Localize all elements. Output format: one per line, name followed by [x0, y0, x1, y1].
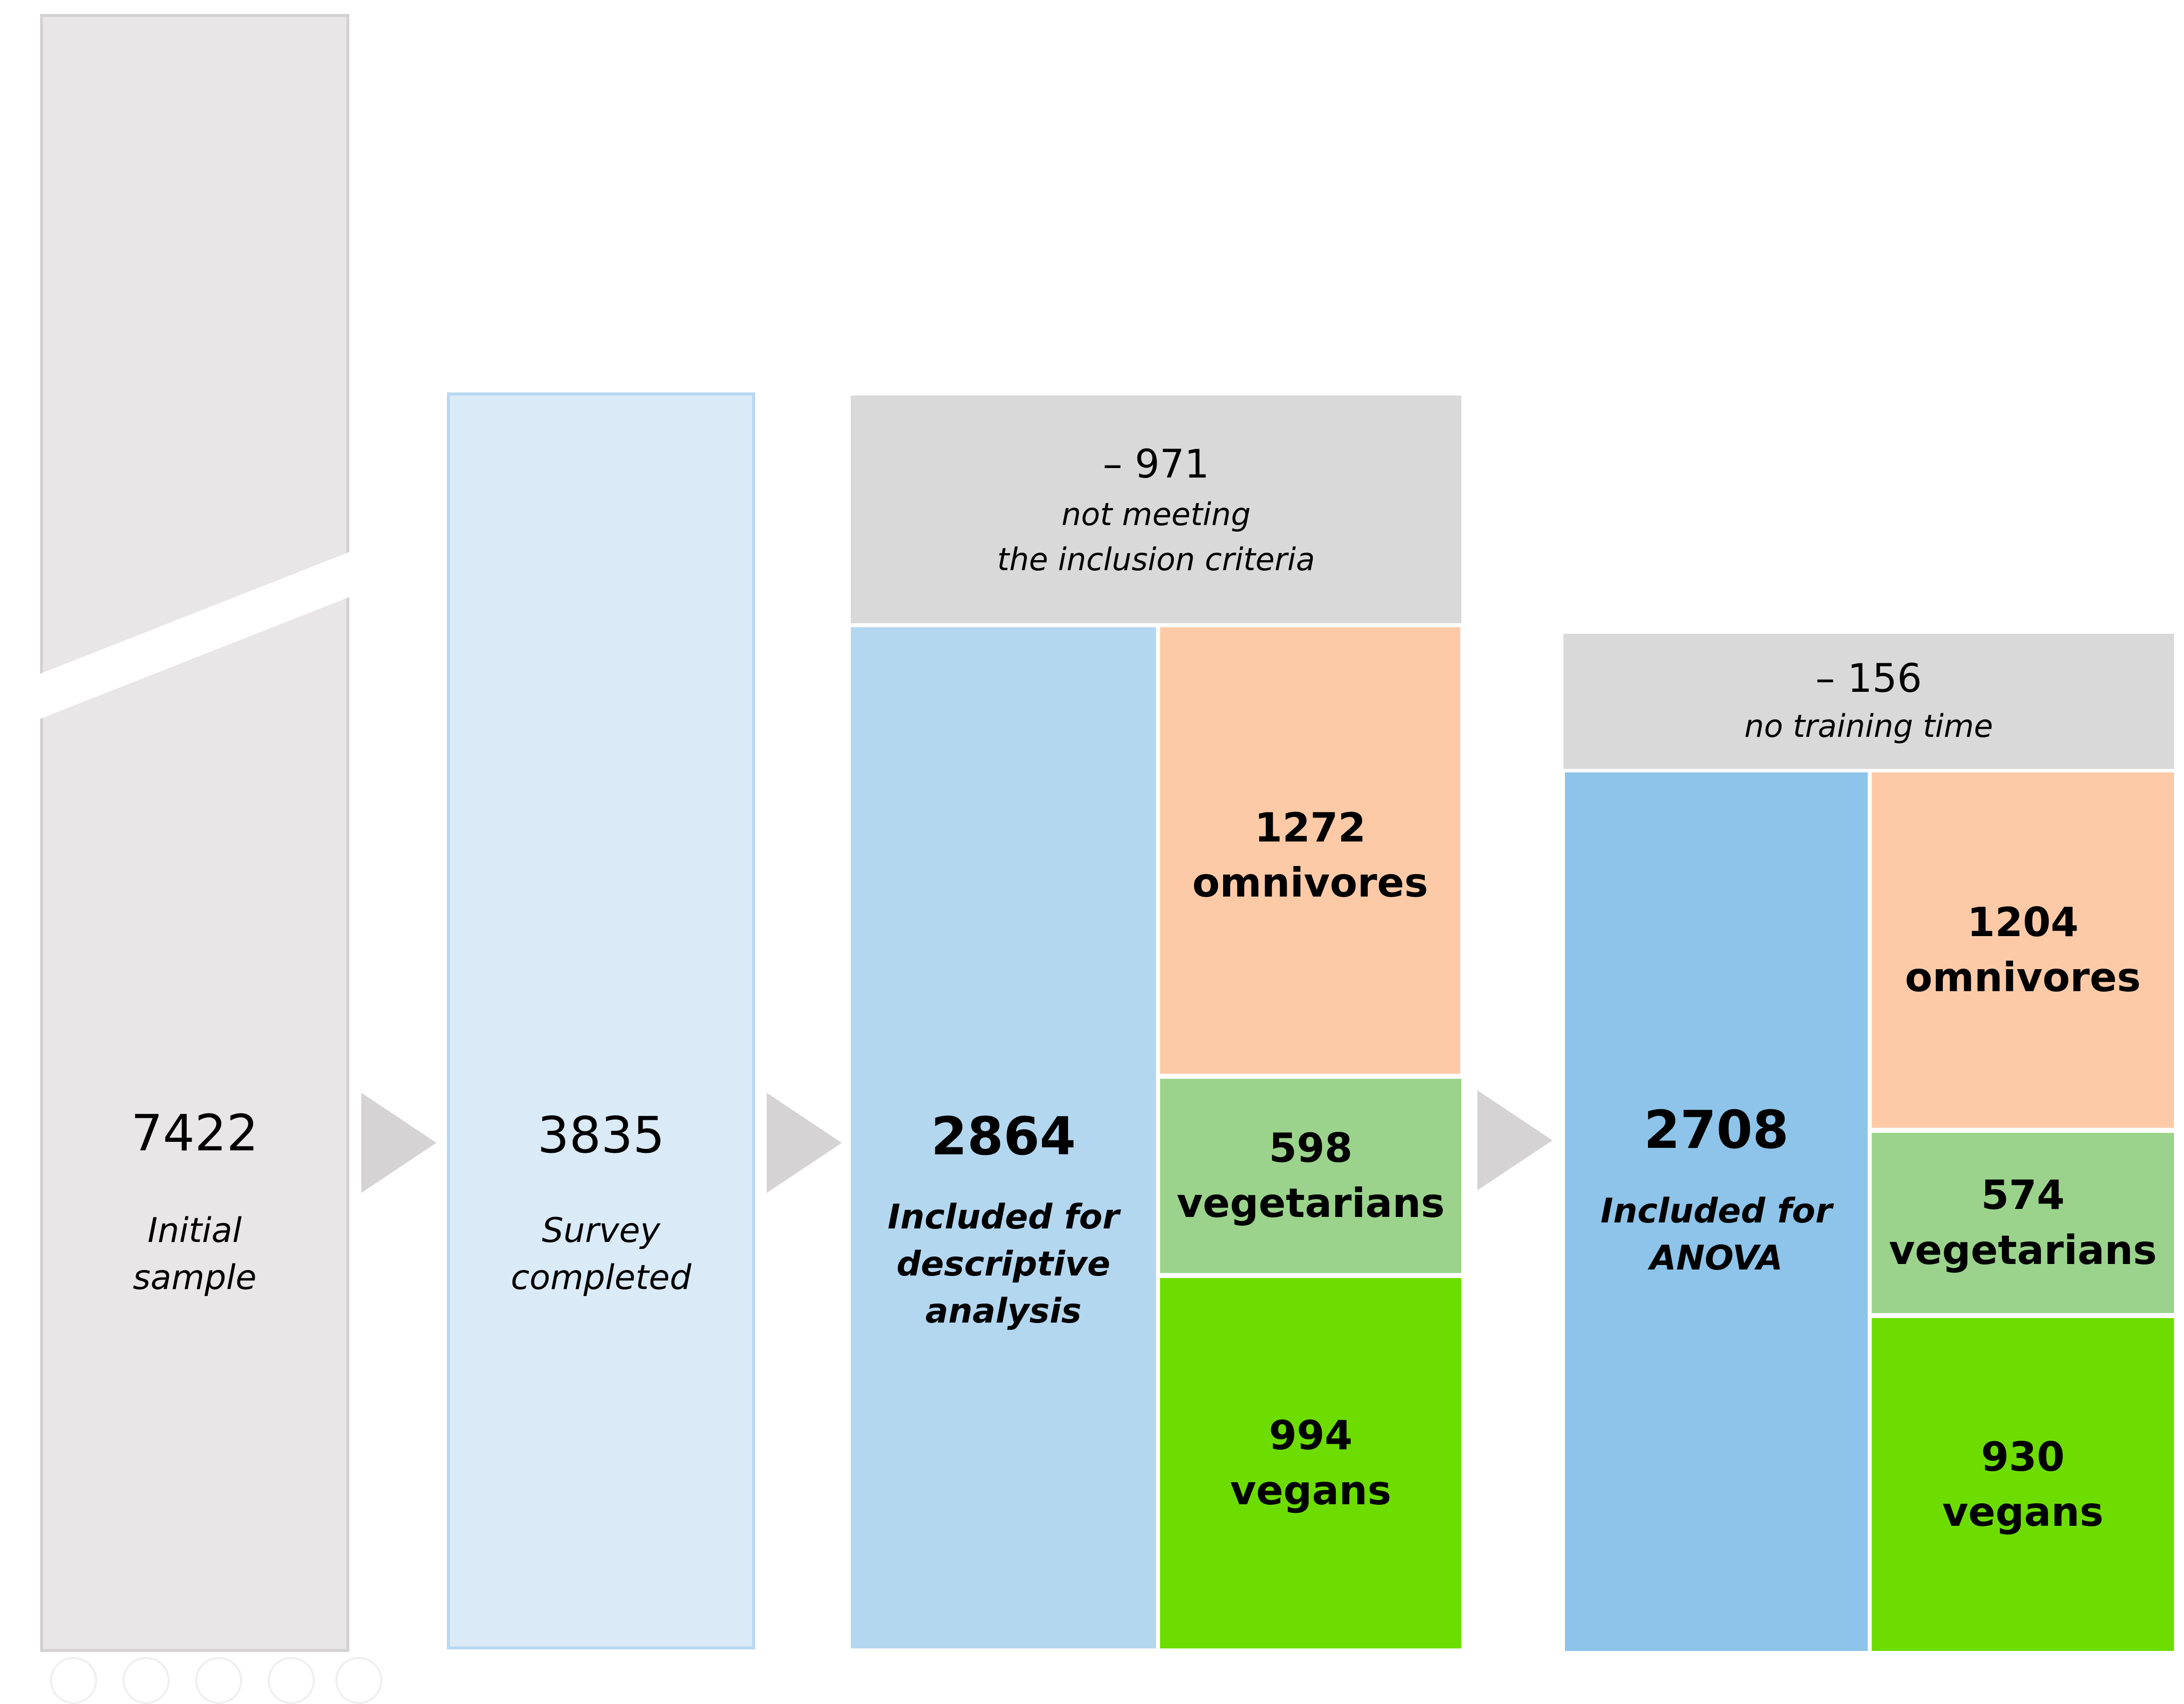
faint-circle-icon [335, 1657, 382, 1704]
descriptive-analysis-block: 2864 Included for descriptive analysis [851, 627, 1156, 1648]
anova-omnivores-block: 1204 omnivores [1872, 772, 2174, 1128]
survey-completed-count: 3835 [537, 1106, 665, 1164]
initial-sample-count: 7422 [131, 1104, 259, 1162]
exclusion-1-count: – 971 [1103, 442, 1210, 487]
initial-sample-column: 7422 Initial sample [40, 14, 349, 1652]
descriptive-vegans-label: vegans [1230, 1467, 1392, 1514]
anova-label-line1: Included for [1600, 1191, 1832, 1231]
initial-sample-label-line2: sample [133, 1258, 257, 1298]
flow-arrow-2 [767, 1093, 842, 1193]
exclusion-header-2: – 156 no training time [1563, 634, 2174, 769]
descriptive-vegetarians-count: 598 [1269, 1125, 1353, 1171]
descriptive-analysis-count: 2864 [931, 1106, 1076, 1167]
faint-circle-icon [50, 1657, 97, 1704]
anova-omnivores-count: 1204 [1967, 899, 2079, 946]
descriptive-vegans-count: 994 [1269, 1412, 1353, 1459]
flow-arrow-3 [1477, 1090, 1552, 1190]
survey-completed-label-line1: Survey [541, 1211, 661, 1250]
anova-label-line2: ANOVA [1650, 1238, 1783, 1278]
survey-completed-label-line2: completed [510, 1258, 692, 1298]
descriptive-vegetarians-block: 598 vegetarians [1160, 1079, 1461, 1273]
exclusion-1-line2: the inclusion criteria [997, 541, 1315, 578]
anova-vegans-label: vegans [1942, 1488, 2104, 1535]
descriptive-analysis-label-line1: Included for [887, 1197, 1120, 1237]
descriptive-omnivores-label: omnivores [1192, 860, 1428, 906]
descriptive-omnivores-block: 1272 omnivores [1160, 627, 1460, 1074]
descriptive-vegetarians-label: vegetarians [1177, 1180, 1445, 1226]
anova-omnivores-label: omnivores [1905, 954, 2141, 1001]
faint-circle-icon [123, 1657, 170, 1704]
descriptive-omnivores-count: 1272 [1254, 804, 1366, 851]
anova-vegans-count: 930 [1981, 1433, 2065, 1480]
anova-vegetarians-count: 574 [1981, 1172, 2065, 1218]
exclusion-header-1: – 971 not meeting the inclusion criteria [851, 395, 1461, 623]
flow-arrow-1 [361, 1093, 436, 1193]
anova-vegetarians-label: vegetarians [1889, 1227, 2157, 1273]
exclusion-2-line1: no training time [1744, 708, 1993, 744]
survey-completed-column: 3835 Survey completed [447, 392, 755, 1649]
faint-circle-icon [195, 1657, 242, 1704]
descriptive-analysis-label-line3: analysis [925, 1292, 1082, 1331]
exclusion-2-count: – 156 [1815, 656, 1922, 701]
anova-block: 2708 Included for ANOVA [1565, 772, 1868, 1651]
anova-vegans-block: 930 vegans [1872, 1318, 2174, 1651]
anova-vegetarians-block: 574 vegetarians [1872, 1133, 2174, 1313]
initial-sample-label-line1: Initial [147, 1211, 242, 1250]
exclusion-1-line1: not meeting [1061, 496, 1251, 533]
anova-count: 2708 [1644, 1099, 1789, 1160]
descriptive-analysis-label-line2: descriptive [896, 1244, 1111, 1284]
descriptive-vegans-block: 994 vegans [1160, 1278, 1461, 1648]
faint-circle-icon [268, 1657, 315, 1704]
